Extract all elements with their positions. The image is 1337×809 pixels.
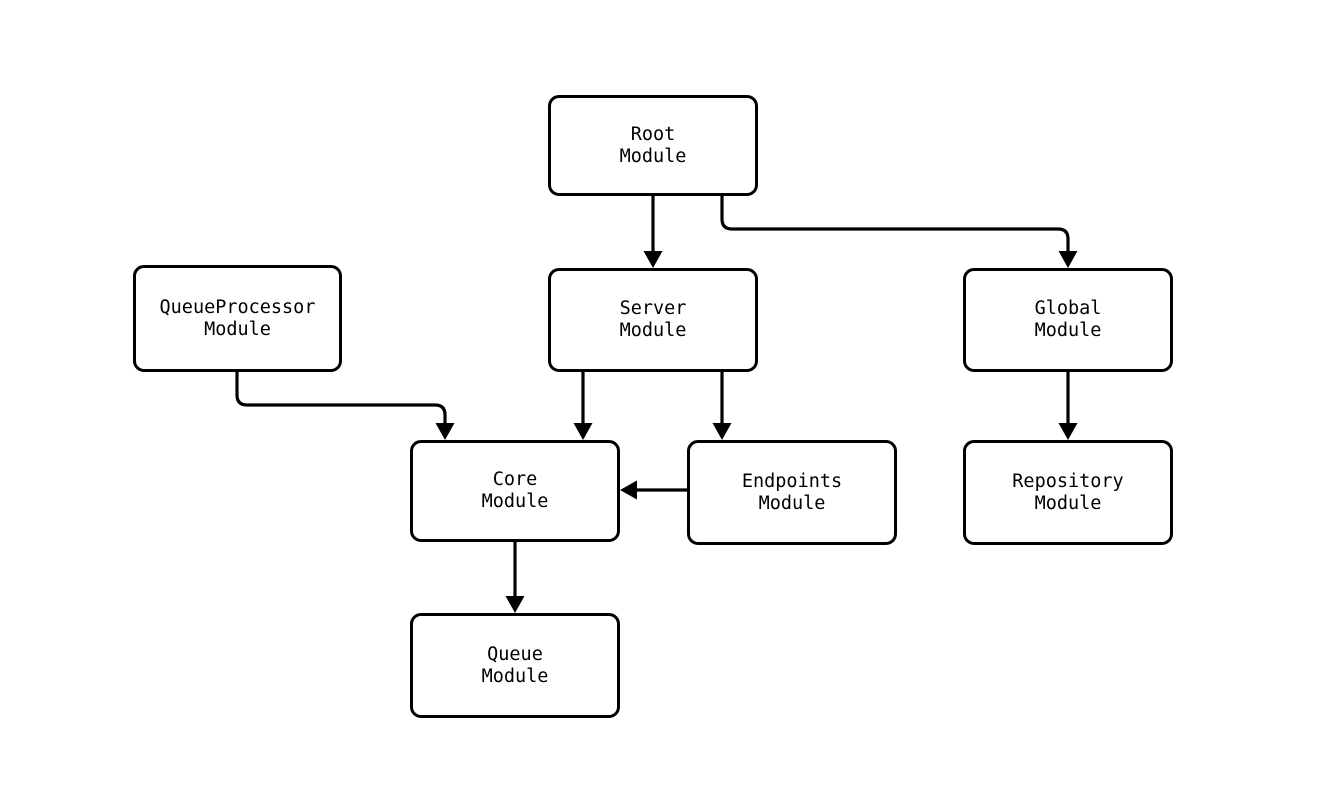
arrowhead-icon-endpoints-core <box>620 480 637 500</box>
arrowhead-icon-server-core <box>573 423 593 440</box>
node-label-line1-repository: Repository <box>1012 470 1124 492</box>
arrowhead-icon-server-endpoints <box>712 423 732 440</box>
arrowhead-icon-global-repository <box>1058 423 1078 440</box>
node-label-line1-server: Server <box>619 298 687 319</box>
arrowhead-icon-root-server <box>643 251 663 268</box>
node-label-line1-queue: Queue <box>487 643 543 665</box>
node-label-line2-queueprocessor: Module <box>204 318 271 340</box>
node-label-line1-root: Root <box>630 123 676 145</box>
node-label-line1-global: Global <box>1034 298 1102 319</box>
node-label-line2-root: Module <box>619 145 687 167</box>
node-label-line2-queue: Module <box>481 665 549 687</box>
arrowhead-icon-core-queue <box>505 596 525 613</box>
edge-root-global <box>720 196 1070 252</box>
node-label-line2-repository: Module <box>1034 492 1102 514</box>
node-label-line1-queueprocessor: QueueProcessor <box>159 296 316 318</box>
node-label-line1-endpoints: Endpoints <box>741 470 843 492</box>
edge-queueprocessor-core <box>235 372 447 424</box>
node-label-line2-server: Module <box>619 320 687 341</box>
node-label-line2-core: Module <box>481 491 549 512</box>
arrowhead-icon-queueprocessor-core <box>435 423 455 440</box>
node-label-line2-global: Module <box>1034 320 1102 341</box>
node-label-line2-endpoints: Module <box>758 492 826 514</box>
arrowhead-icon-root-global <box>1058 251 1078 268</box>
node-label-line1-core: Core <box>492 469 538 490</box>
